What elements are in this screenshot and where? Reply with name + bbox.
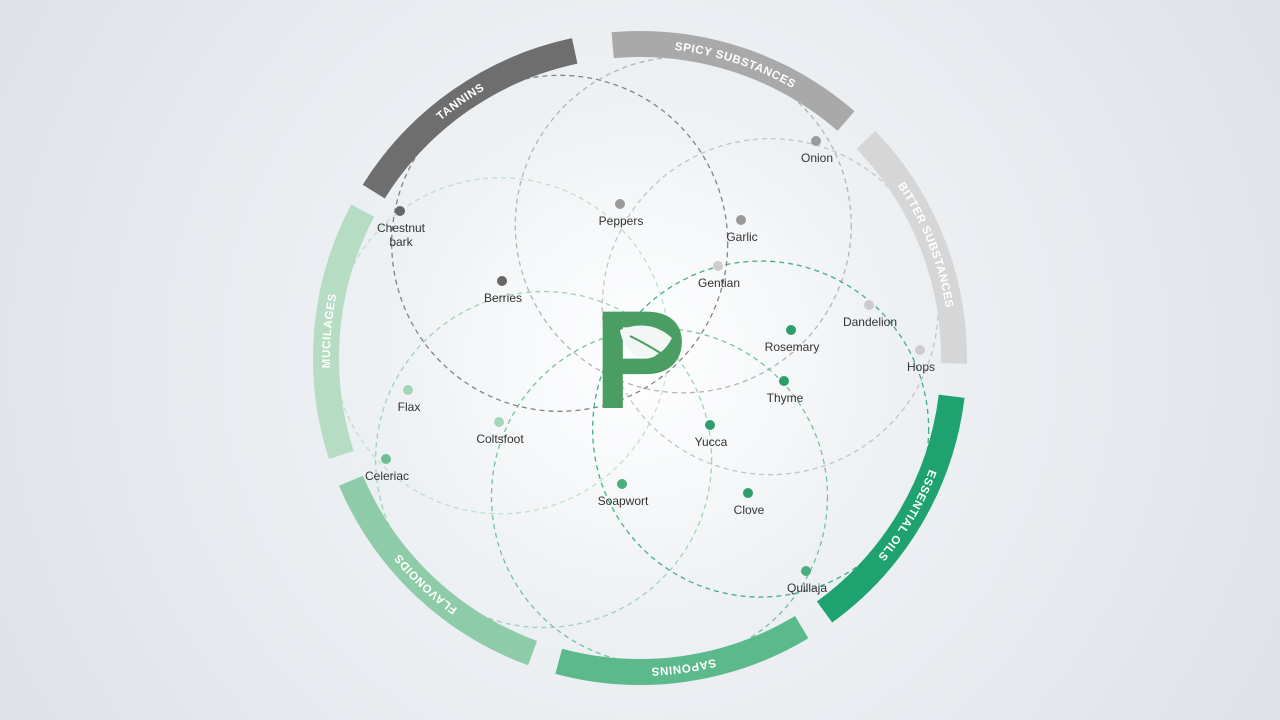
item-label: Soapwort	[598, 494, 649, 508]
item-garlic: Garlic	[726, 215, 758, 244]
segment-spicy-substances	[611, 31, 855, 131]
dot-marker	[864, 300, 874, 310]
dot-marker	[494, 417, 504, 427]
segment-tannins	[362, 38, 578, 199]
logo-letter: P	[593, 281, 686, 438]
dot-marker	[743, 488, 753, 498]
dot-marker	[779, 376, 789, 386]
item-soapwort: Soapwort	[598, 479, 649, 508]
item-clove: Clove	[734, 488, 765, 517]
item-label: Chestnut	[377, 221, 426, 235]
item-label: Flax	[398, 400, 421, 414]
petal-mucilages	[331, 177, 670, 515]
petal-spicy-substances	[514, 56, 852, 394]
item-label: Hops	[907, 360, 935, 374]
dot-marker	[736, 215, 746, 225]
item-berries: Berries	[484, 276, 522, 305]
item-label: Clove	[734, 503, 765, 517]
item-label: Berries	[484, 291, 522, 305]
dot-marker	[497, 276, 507, 286]
petal-essential-oils	[591, 260, 930, 598]
item-label: Coltsfoot	[476, 432, 524, 446]
item-yucca: Yucca	[695, 420, 728, 449]
item-quillaja: Quillaja	[787, 566, 827, 595]
item-label: Thyme	[767, 391, 804, 405]
segment-flavonoids	[338, 475, 538, 666]
item-label: Dandelion	[843, 315, 897, 329]
segment-saponins	[555, 615, 809, 685]
item-flax: Flax	[398, 385, 421, 414]
dot-marker	[381, 454, 391, 464]
item-label: Onion	[801, 151, 833, 165]
leaf-icon	[620, 325, 672, 358]
item-coltsfoot: Coltsfoot	[476, 417, 524, 446]
item-celeriac: Celeriac	[365, 454, 409, 483]
item-label: Gentian	[698, 276, 740, 290]
segment-label-essential-oils: ESSENTIAL OILS	[875, 468, 938, 563]
dot-marker	[811, 136, 821, 146]
item-label: Quillaja	[787, 581, 827, 595]
segment-bitter-substances	[856, 130, 967, 364]
item-dandelion: Dandelion	[843, 300, 897, 329]
dot-marker	[617, 479, 627, 489]
dot-marker	[395, 206, 405, 216]
petal-tannins	[391, 74, 729, 412]
item-label: Rosemary	[765, 340, 820, 354]
dot-marker	[713, 261, 723, 271]
item-label: Garlic	[726, 230, 757, 244]
dot-marker	[403, 385, 413, 395]
petal-flavonoids	[374, 290, 713, 629]
item-thyme: Thyme	[767, 376, 804, 405]
segment-essential-oils	[816, 394, 965, 623]
item-peppers: Peppers	[599, 199, 644, 228]
dot-marker	[786, 325, 796, 335]
segment-label-flavonoids: FLAVONOIDS	[392, 551, 459, 615]
segment-mucilages	[313, 204, 375, 460]
item-gentian: Gentian	[698, 261, 740, 290]
dot-marker	[801, 566, 811, 576]
dot-marker	[915, 345, 925, 355]
item-rosemary: Rosemary	[765, 325, 820, 354]
item-label-line2: bark	[389, 235, 413, 249]
dot-marker	[615, 199, 625, 209]
item-onion: Onion	[801, 136, 833, 165]
item-label: Yucca	[695, 435, 728, 449]
item-hops: Hops	[907, 345, 935, 374]
logo: P	[593, 281, 686, 438]
item-label: Peppers	[599, 214, 644, 228]
dot-marker	[705, 420, 715, 430]
item-label: Celeriac	[365, 469, 409, 483]
leaf-vein	[629, 335, 669, 359]
